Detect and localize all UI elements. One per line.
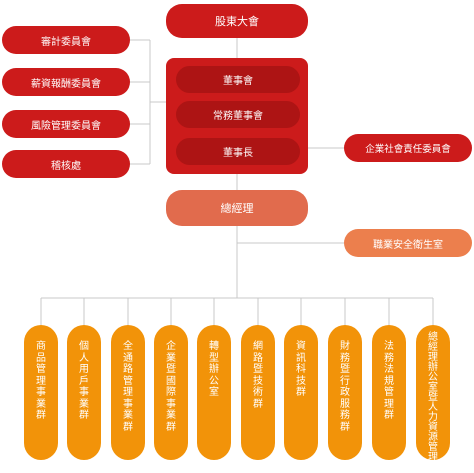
dept-omnichannel: 全通路管理事業群 — [111, 325, 145, 460]
dept-legal-regulatory: 法務法規管理群 — [372, 325, 406, 460]
audit-committee-node: 審計委員會 — [2, 26, 130, 54]
occupational-safety-office-node: 職業安全衛生室 — [344, 229, 472, 257]
department-label: 全通路管理事業群 — [123, 341, 133, 433]
department-label: 商品管理事業群 — [36, 341, 46, 421]
dept-transformation-office: 轉型辦公室 — [197, 325, 231, 460]
risk-management-committee-node: 風險管理委員會 — [2, 110, 130, 138]
department-label: 個人用戶事業群 — [79, 341, 89, 421]
department-label: 網路暨技術群 — [253, 341, 263, 410]
department-label: 企業暨國際事業群 — [166, 341, 176, 433]
csr-committee-node: 企業社會責任委員會 — [344, 134, 472, 162]
department-label: 財務暨行政服務群 — [340, 341, 350, 433]
dept-finance-administration: 財務暨行政服務群 — [328, 325, 362, 460]
dept-information-technology: 資訊科技群 — [284, 325, 318, 460]
compensation-committee-node: 薪資報酬委員會 — [2, 68, 130, 96]
department-label: 法務法規管理群 — [384, 341, 394, 421]
dept-president-office-hr: 總經理辦公室暨人力資源管理群 — [416, 325, 450, 473]
chairman-node: 董事長 — [176, 138, 300, 165]
ceo-node: 總經理 — [166, 190, 308, 226]
board-of-directors-node: 董事會 — [176, 66, 300, 93]
dept-personal-users: 個人用戶事業群 — [67, 325, 101, 460]
executive-board-node: 常務董事會 — [176, 101, 300, 128]
dept-network-technology: 網路暨技術群 — [241, 325, 275, 460]
department-label: 總經理辦公室暨人力資源管理群 — [428, 332, 438, 473]
department-label: 資訊科技群 — [296, 341, 306, 398]
shareholders-meeting-node: 股東大會 — [166, 4, 308, 38]
dept-enterprise-international: 企業暨國際事業群 — [154, 325, 188, 460]
department-label: 轉型辦公室 — [209, 341, 219, 398]
audit-office-node: 稽核處 — [2, 150, 130, 178]
dept-product-management: 商品管理事業群 — [24, 325, 58, 460]
